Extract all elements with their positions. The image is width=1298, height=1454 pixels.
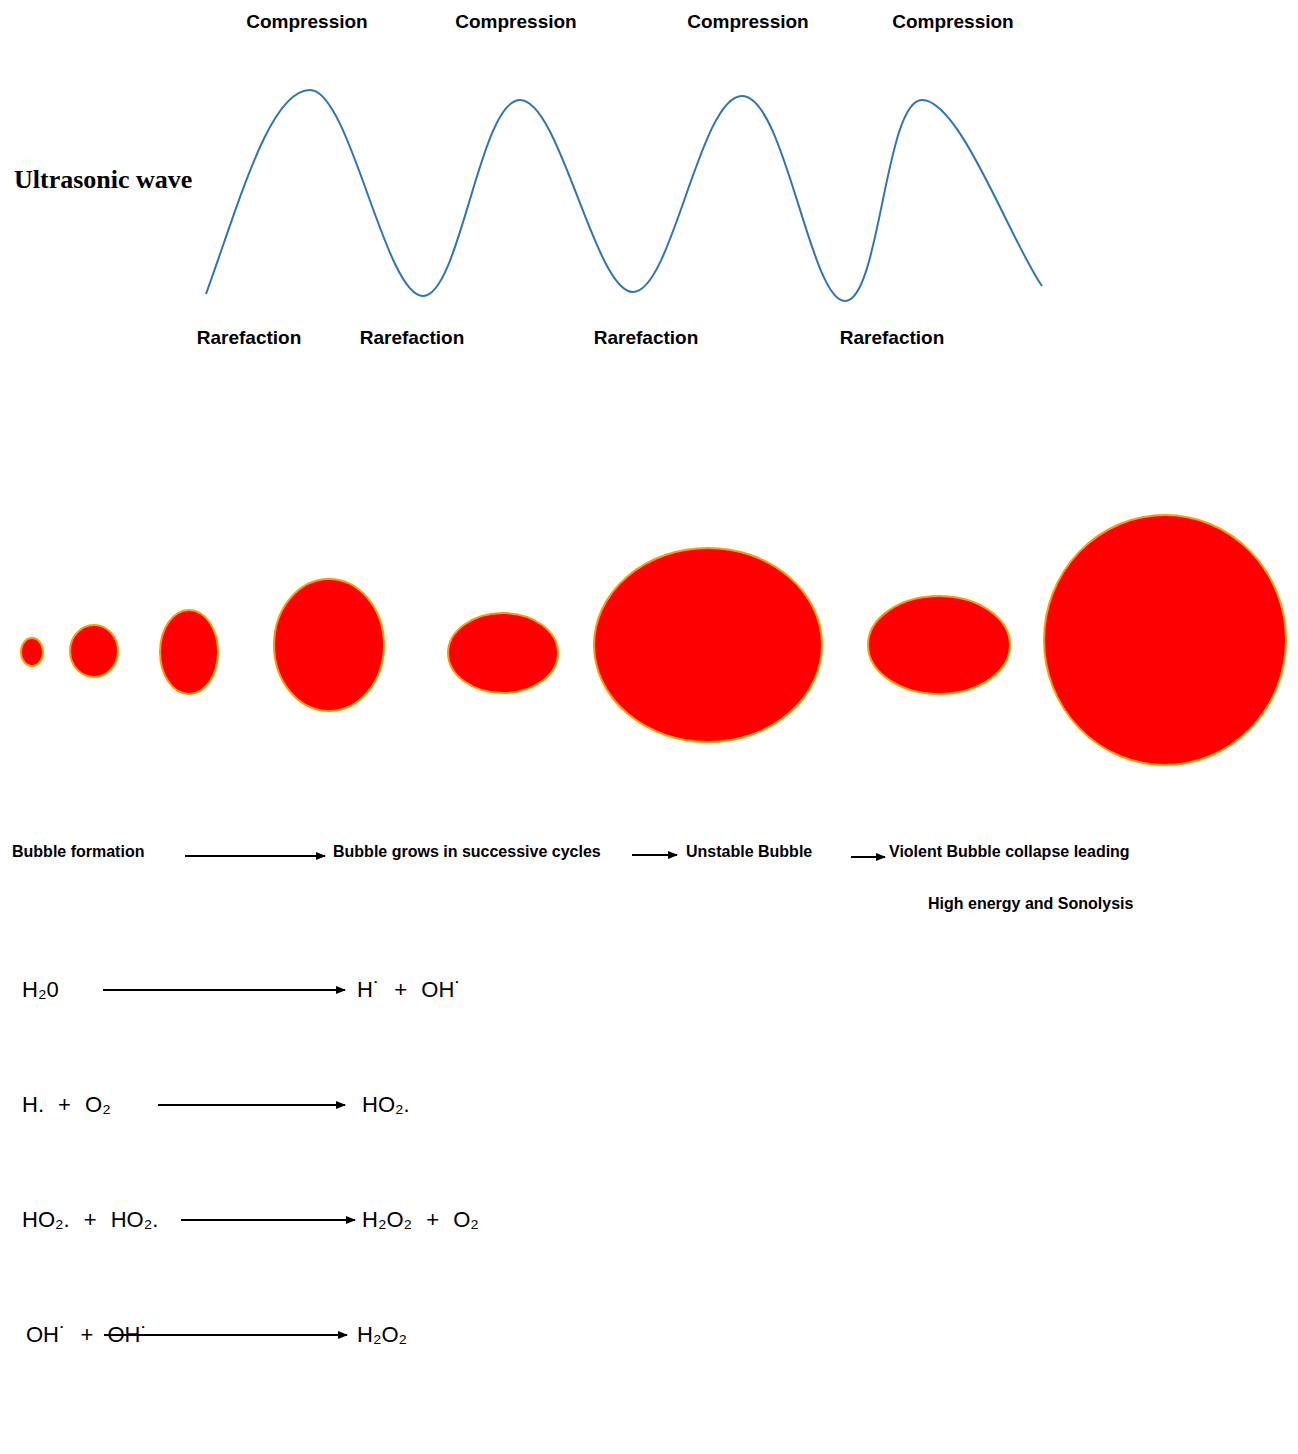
wave-label: Compression (455, 12, 576, 33)
ultrasonic-wave (206, 90, 1042, 301)
bubble (448, 613, 558, 693)
flow-arrow (851, 856, 885, 858)
flow-arrow (185, 855, 325, 857)
reaction-arrow (181, 1219, 355, 1221)
arrows (103, 855, 885, 1335)
wave-label: Compression (246, 12, 367, 33)
bubble (21, 638, 43, 666)
wave-label: Rarefaction (594, 328, 699, 349)
bubble (1044, 515, 1286, 765)
product: HO₂. (362, 1093, 410, 1117)
stage-label: Bubble grows in successive cycles (333, 843, 601, 861)
bubble (274, 579, 384, 711)
product: H₂O₂ + O₂ (362, 1208, 479, 1232)
stage-label: Violent Bubble collapse leading (889, 843, 1130, 861)
wave-label: Rarefaction (840, 328, 945, 349)
wave-label: Rarefaction (360, 328, 465, 349)
bubble (594, 548, 822, 742)
stage-label: Unstable Bubble (686, 843, 812, 861)
stage-label: High energy and Sonolysis (928, 895, 1133, 913)
reactant: H. + O₂ (22, 1093, 111, 1117)
product: H₂O₂ (357, 1323, 407, 1347)
wave-label: Compression (687, 12, 808, 33)
stage-label: Bubble formation (12, 843, 144, 861)
flow-arrow (632, 854, 677, 856)
bubble (70, 625, 118, 677)
wave-label: Compression (892, 12, 1013, 33)
bubble (868, 596, 1010, 694)
product: H˙ + OH˙ (357, 978, 462, 1002)
bubble (160, 610, 218, 694)
reaction-arrow (158, 1104, 345, 1106)
reactant: OH˙ + OH˙ (26, 1323, 148, 1347)
bubbles (21, 515, 1286, 765)
wave-label: Rarefaction (197, 328, 302, 349)
reactant: H₂0 (22, 978, 59, 1002)
wave-title: Ultrasonic wave (14, 166, 192, 195)
reaction-arrow (103, 989, 345, 991)
reactant: HO₂. + HO₂. (22, 1208, 158, 1232)
